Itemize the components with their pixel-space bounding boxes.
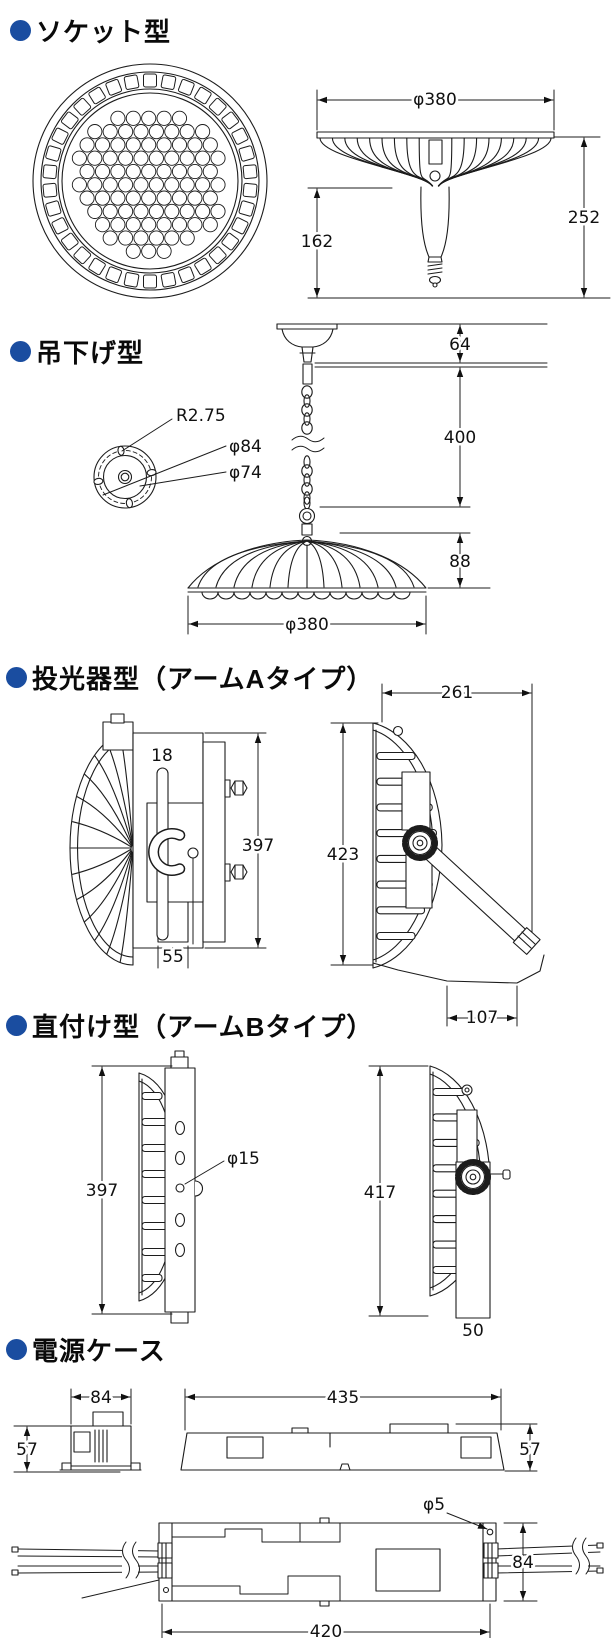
hanging-assembly-drawing: 64 400 88 φ380 (187, 323, 548, 638)
bullet-icon (10, 341, 31, 362)
dim-direct-arm-width: 50 (462, 1321, 484, 1341)
direct-b-side-view-drawing: 417 50 (361, 1065, 511, 1344)
section-title-hanging: 吊下げ型 (36, 338, 145, 368)
section-title-socket: ソケット型 (36, 17, 172, 47)
section-heading-socket: ソケット型 (10, 12, 171, 49)
radial-fins (70, 733, 134, 963)
dim-flood-bracket-height: 397 (242, 836, 274, 856)
hanging-mount-plate-drawing: R2.75 φ84 φ74 (93, 404, 264, 509)
section-title-power: 電源ケース (32, 1336, 166, 1366)
dim-power-mount-pitch: 420 (310, 1622, 342, 1638)
dim-power-end-height: 57 (16, 1440, 38, 1460)
dim-direct-bracket-height: 397 (86, 1181, 118, 1201)
label-power-hole: φ5 (423, 1495, 445, 1515)
dim-hanging-body-height: 88 (449, 552, 471, 572)
dim-hanging-chain-length: 400 (444, 428, 476, 448)
bullet-icon (6, 1339, 27, 1360)
section-title-direct-b: 直付け型（アームBタイプ） (32, 1012, 374, 1042)
dim-flood-base-width: 55 (162, 947, 184, 967)
dim-socket-bulb-height: 162 (301, 232, 333, 252)
hanging-chain (301, 385, 313, 505)
power-side-view-drawing: 435 57 (180, 1386, 543, 1472)
cables-left (11, 1540, 160, 1599)
dim-power-body-width: 84 (512, 1553, 534, 1573)
dim-socket-diameter: φ380 (413, 90, 457, 110)
dim-flood-overall-height: 423 (327, 845, 359, 865)
dim-power-end-width: 84 (90, 1388, 112, 1408)
label-direct-hole: φ15 (227, 1149, 260, 1169)
bullet-icon (6, 667, 27, 688)
dim-flood-depth: 261 (441, 683, 473, 703)
socket-side-view-drawing: φ380 252 162 (298, 88, 611, 299)
power-end-view-drawing: 84 57 (13, 1386, 142, 1473)
dim-power-length: 435 (327, 1388, 359, 1408)
label-plate-bolt-circle: φ84 (229, 437, 262, 457)
label-plate-inner: φ74 (229, 463, 262, 483)
bullet-icon (10, 20, 31, 41)
socket-top-view-drawing (32, 63, 268, 299)
direct-b-left-view-drawing: 397 φ15 (83, 1050, 262, 1324)
lens-row (201, 591, 411, 600)
heatsink-fins (319, 137, 552, 187)
dome-fins (197, 540, 415, 589)
power-top-view-drawing: φ5 84 420 (11, 1493, 604, 1638)
section-heading-flood-a: 投光器型（アームAタイプ） (6, 659, 373, 696)
dim-flood-foot-depth: 107 (466, 1008, 498, 1028)
bolt (224, 779, 248, 798)
section-heading-direct-b: 直付け型（アームBタイプ） (6, 1007, 373, 1044)
flood-a-side-view-drawing: 261 423 107 (324, 681, 545, 1031)
flood-a-front-view-drawing: 18 55 397 (69, 713, 277, 970)
dim-hanging-canopy-gap: 64 (449, 335, 471, 355)
dim-direct-overall-height: 417 (364, 1183, 396, 1203)
label-plate-radius: R2.75 (176, 406, 226, 426)
led-array (71, 110, 226, 259)
section-title-flood-a: 投光器型（アームAタイプ） (32, 664, 374, 694)
heatsink-ring (42, 73, 258, 289)
section-heading-power: 電源ケース (6, 1331, 166, 1368)
bullet-icon (6, 1015, 27, 1036)
bolt (224, 863, 248, 882)
cables-right (495, 1536, 604, 1576)
dim-power-side-height: 57 (519, 1440, 541, 1460)
dim-socket-overall-height: 252 (568, 208, 600, 228)
section-heading-hanging: 吊下げ型 (10, 333, 144, 370)
dim-hanging-diameter: φ380 (285, 615, 329, 635)
dim-flood-slot-width: 18 (151, 746, 173, 766)
